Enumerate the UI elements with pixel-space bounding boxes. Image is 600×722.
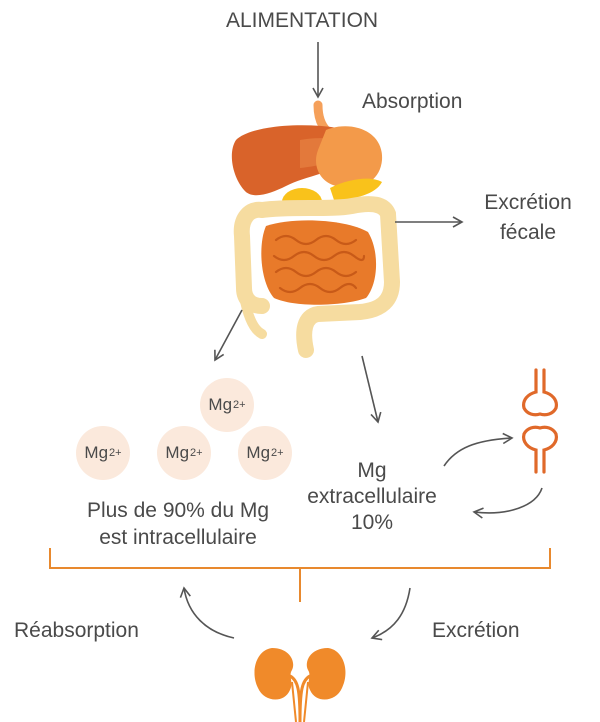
label-extracellular-line2: extracellulaire [292, 484, 452, 510]
orange-bracket [50, 548, 550, 602]
label-extracellular: Mg extracellulaire 10% [292, 458, 452, 536]
mg-ion-symbol: Mg [165, 443, 189, 463]
label-extracellular-line1: Mg [292, 458, 452, 484]
mg-ion-symbol: Mg [246, 443, 270, 463]
mg-ion-charge: 2+ [109, 447, 122, 459]
kidneys-icon [254, 648, 345, 722]
arrow-to-extracellular [362, 356, 378, 422]
label-excretion: Excrétion [432, 618, 520, 644]
arrow-reabsorption [184, 588, 234, 638]
label-intracellular-line2: est intracellulaire [68, 524, 288, 551]
bone-joint-icon [524, 370, 557, 472]
mg-ion-charge: 2+ [233, 399, 246, 411]
label-alimentation: ALIMENTATION [226, 8, 378, 34]
label-absorption: Absorption [362, 89, 462, 115]
arrow-to-bone [444, 438, 512, 466]
label-extracellular-line3: 10% [292, 510, 452, 536]
mg-ion-charge: 2+ [190, 447, 203, 459]
label-excretion-fecale: Excrétion fécale [468, 190, 588, 246]
arrow-to-intracellular [215, 310, 242, 360]
label-reabsorption: Réabsorption [14, 618, 139, 644]
label-intracellular-line1: Plus de 90% du Mg [68, 497, 288, 524]
digestive-system-icon [232, 105, 392, 350]
label-intracellular: Plus de 90% du Mg est intracellulaire [68, 497, 288, 551]
arrow-excretion [372, 588, 410, 638]
mg-ion-symbol: Mg [84, 443, 108, 463]
mg-ion-charge: 2+ [271, 447, 284, 459]
mg-ion-symbol: Mg [208, 395, 232, 415]
label-excretion-fecale-line1: Excrétion [468, 190, 588, 216]
label-excretion-fecale-line2: fécale [468, 220, 588, 246]
arrow-from-bone [474, 488, 542, 513]
